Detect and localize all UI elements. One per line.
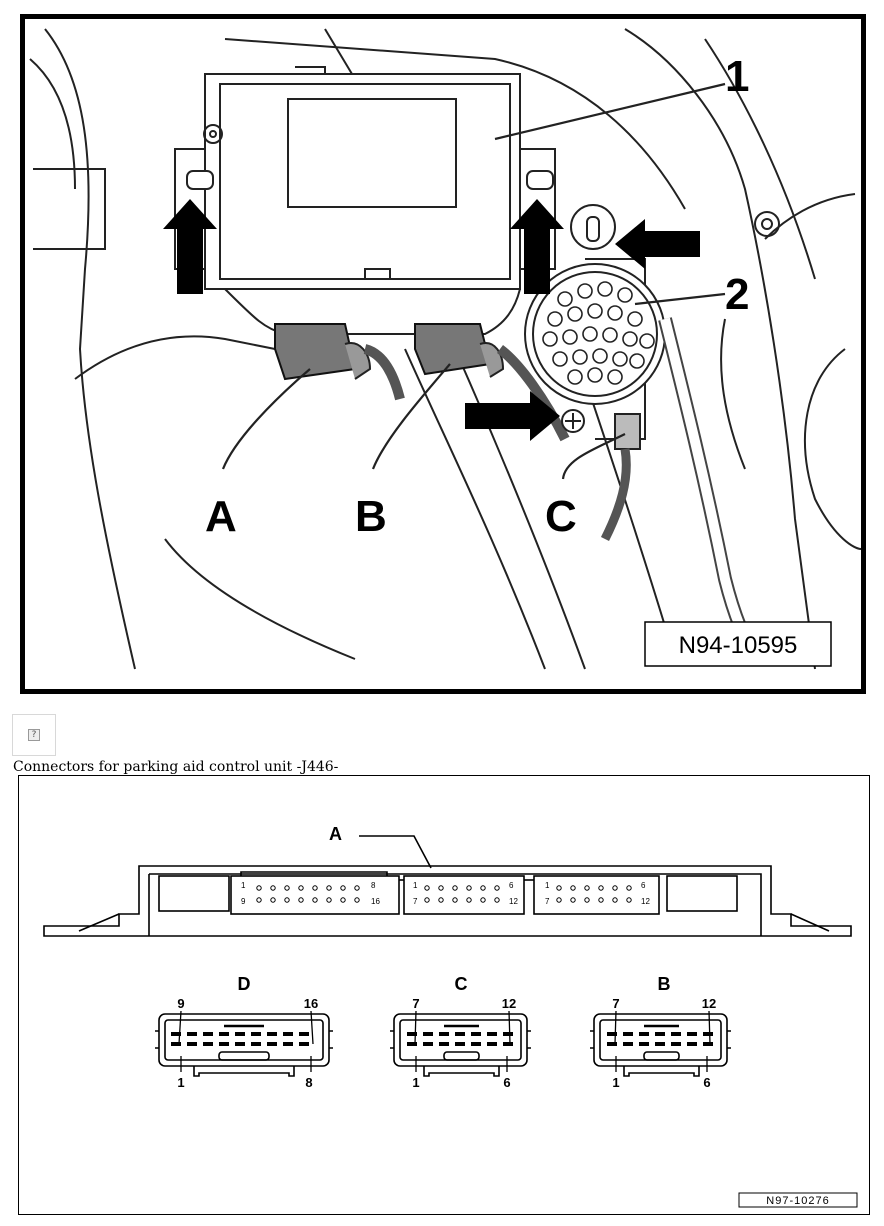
- header-right-pin-12: 12: [641, 897, 650, 906]
- header-right-pin-6: 6: [641, 881, 646, 890]
- connector-d-pin-9: 9: [177, 996, 184, 1011]
- connector-c-pin-6: 6: [503, 1075, 510, 1090]
- broken-image-icon: ?: [28, 729, 40, 741]
- header-right-pin-7: 7: [545, 897, 550, 906]
- connector-c: C 7 12 1 6: [390, 974, 531, 1090]
- connector-c-pin-1: 1: [412, 1075, 419, 1090]
- header-left-pin-8: 8: [371, 881, 376, 890]
- label-connector-b: B: [658, 974, 671, 994]
- callout-2: 2: [725, 270, 749, 319]
- figure-caption: Connectors for parking aid control unit …: [13, 759, 339, 775]
- connector-d-pin-8: 8: [305, 1075, 312, 1090]
- callout-c: C: [545, 492, 577, 541]
- parking-aid-unit-illustration: 1 2 A B C N94-10595: [20, 14, 866, 694]
- header-middle-pin-7: 7: [413, 897, 418, 906]
- header-middle-pin-1: 1: [413, 881, 418, 890]
- connector-b-pin-1: 1: [612, 1075, 619, 1090]
- label-connector-c: C: [455, 974, 468, 994]
- figure1-image-code: N94-10595: [679, 632, 798, 659]
- header-middle-pin-12: 12: [509, 897, 518, 906]
- connector-c-pin-12: 12: [502, 996, 516, 1011]
- connector-d-pin-16: 16: [304, 996, 318, 1011]
- connector-b-pin-12: 12: [702, 996, 716, 1011]
- label-connector-a: A: [329, 824, 342, 844]
- connector-b: B 7 12 1 6: [590, 974, 731, 1090]
- header-left-pin-1: 1: [241, 881, 246, 890]
- callout-b: B: [355, 492, 387, 541]
- pinout-line-drawing: 1 8 9 16 1 6 7 12 1 6 7 12 A: [43, 824, 858, 1208]
- label-connector-d: D: [238, 974, 251, 994]
- connector-pinout-diagram: 1 8 9 16 1 6 7 12 1 6 7 12 A: [18, 775, 870, 1215]
- connector-b-pin-6: 6: [703, 1075, 710, 1090]
- connector-d: D 9 16 1 8: [155, 974, 333, 1090]
- connector-b-pin-7: 7: [612, 996, 619, 1011]
- callout-1: 1: [725, 52, 749, 101]
- figure2-image-code: N97-10276: [766, 1195, 829, 1207]
- unit-line-drawing: 1 2 A B C N94-10595: [29, 28, 861, 670]
- connector-d-pin-1: 1: [177, 1075, 184, 1090]
- header-left-pin-9: 9: [241, 897, 246, 906]
- header-left-pin-16: 16: [371, 897, 380, 906]
- image-placeholder: ?: [12, 714, 56, 756]
- callout-a: A: [205, 492, 237, 541]
- header-right-pin-1: 1: [545, 881, 550, 890]
- header-middle-pin-6: 6: [509, 881, 514, 890]
- connector-c-pin-7: 7: [412, 996, 419, 1011]
